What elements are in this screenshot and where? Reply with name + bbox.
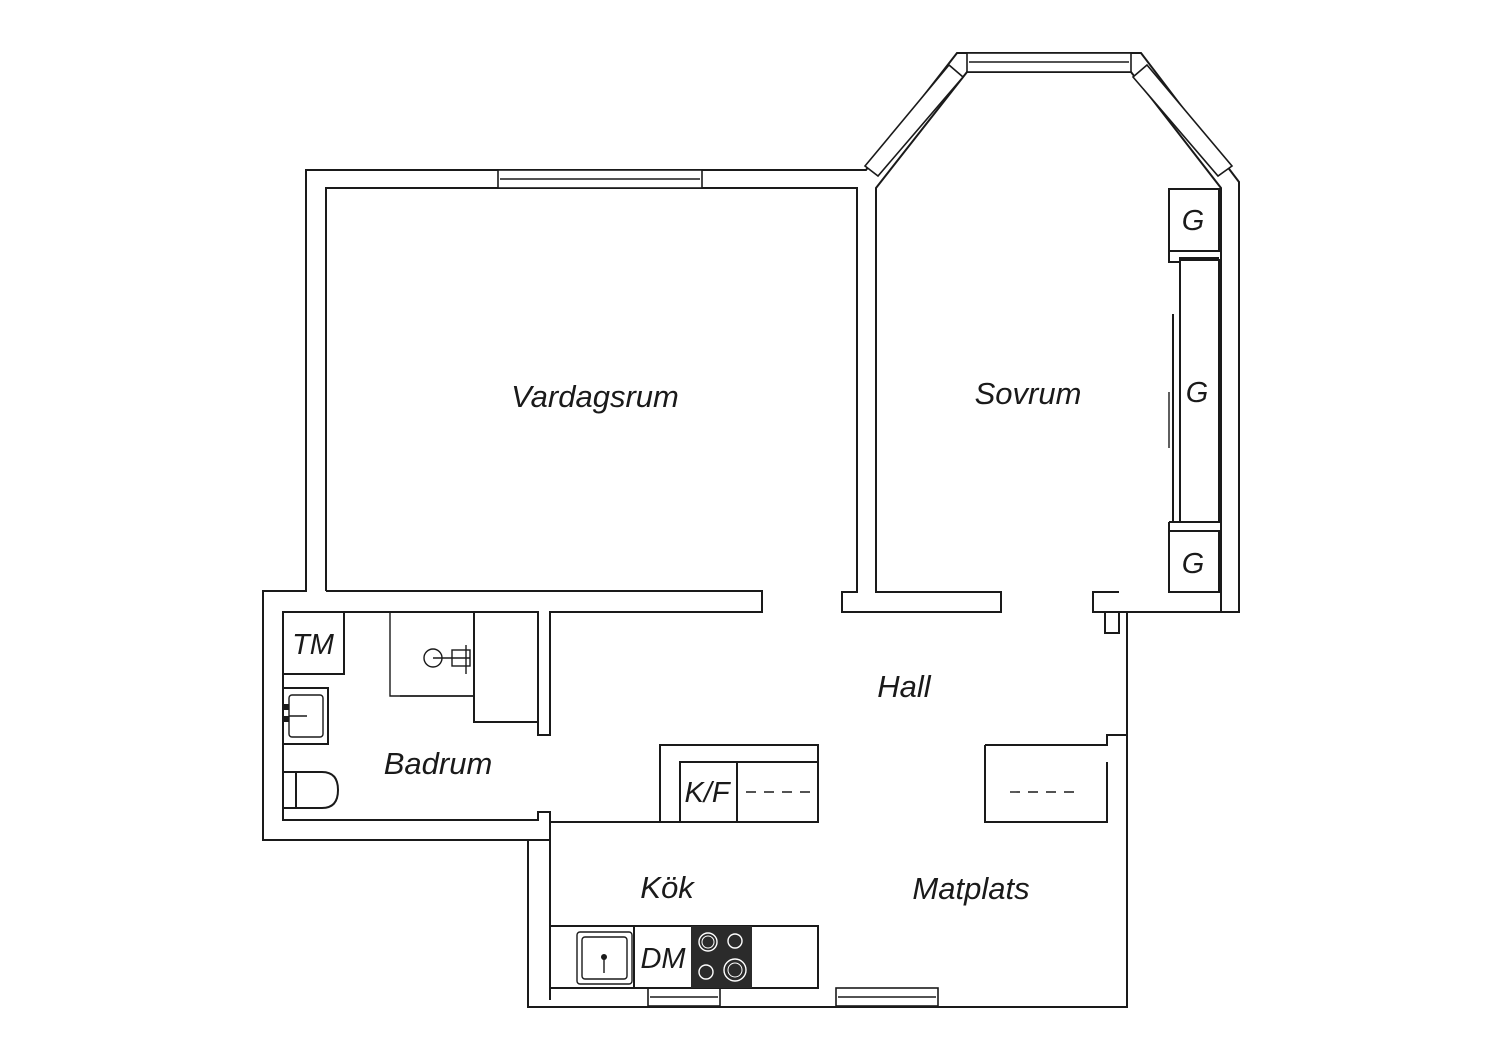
wardrobe-bottom [1168,530,1220,593]
kitchen-walls [659,592,1127,823]
wardrobe-label-middle: G [1186,377,1209,409]
room-label-vardagsrum: Vardagsrum [511,379,679,414]
room-label-hall: Hall [877,669,932,704]
room-label-kok: Kök [640,870,695,905]
fridge-freezer-label: K/F [684,777,731,809]
wardrobe-label-bottom: G [1182,548,1205,580]
bathroom-sink-icon [282,687,329,745]
hob-icon [691,926,752,988]
window-bay-right [1131,63,1234,178]
room-label-badrum: Badrum [384,746,493,781]
kitchen-sink-icon [576,931,633,985]
dishwasher-label: DM [640,943,686,975]
windows [497,52,1234,1007]
room-label-matplats: Matplats [912,871,1029,906]
wardrobe-label-top: G [1182,205,1205,237]
bathroom-walls [389,612,551,1000]
room-label-sovrum: Sovrum [975,376,1082,411]
washing-machine-label: TM [292,629,335,661]
kitchen-counters [549,761,1080,989]
window-bay-left [863,63,965,178]
wardrobes [1168,188,1220,593]
shower-icon [423,645,471,674]
toilet-icon [282,771,340,809]
washing-machine [282,611,345,675]
outer-walls [262,52,1240,1008]
living-room-walls [282,188,858,823]
wardrobe-top [1168,188,1220,252]
